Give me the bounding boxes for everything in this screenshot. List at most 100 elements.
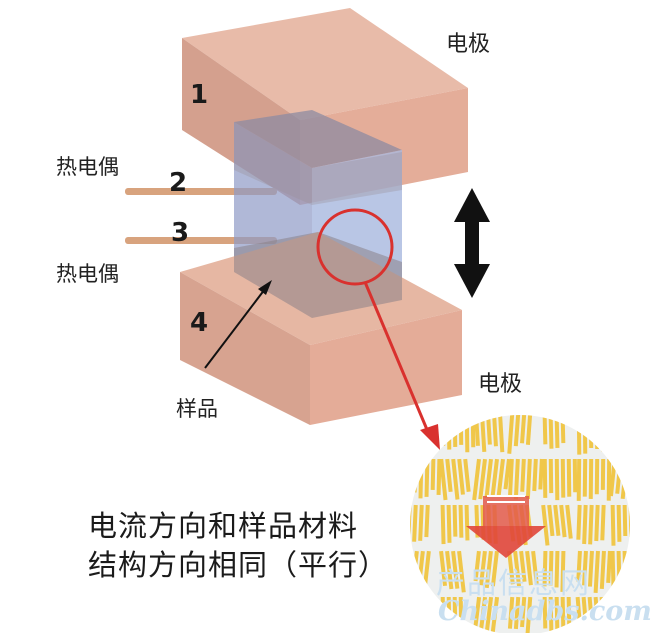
fiber-strand: [594, 458, 600, 495]
fiber-strand: [541, 504, 550, 546]
fiber-strand: [519, 550, 527, 582]
fiber-strand: [548, 596, 554, 635]
caption-line-2: 结构方向相同（平行）: [88, 548, 389, 582]
label-electrode-bottom: 电极: [478, 372, 523, 397]
fiber-strand: [576, 415, 582, 455]
fiber-strand: [628, 504, 630, 537]
fiber-strand: [588, 504, 594, 545]
fiber-strand: [496, 458, 505, 496]
fiber-strand: [554, 596, 560, 635]
fiber-strand: [560, 596, 566, 634]
fiber-strand: [439, 550, 448, 587]
caption-line-1: 电流方向和样品材料: [88, 509, 359, 543]
fiber-strand: [593, 550, 600, 593]
label-thermocouple-bottom: 热电偶: [56, 262, 119, 286]
fiber-strand: [484, 596, 494, 635]
fiber-strand: [628, 550, 630, 582]
fiber-strand: [410, 596, 412, 634]
fiber-strand: [507, 415, 515, 454]
fiber-strand: [418, 596, 424, 631]
fiber-strand: [616, 504, 622, 542]
fiber-strand: [627, 458, 630, 492]
fiber-strand: [412, 415, 418, 446]
fiber-strand: [553, 504, 561, 536]
fiber-strand: [490, 550, 499, 587]
fiber-strand: [452, 415, 458, 447]
fiber-strand: [440, 415, 446, 446]
fiber-strand: [410, 550, 413, 593]
fiber-strand: [566, 458, 572, 497]
fiber-strand: [478, 458, 487, 500]
fiber-strand: [576, 504, 582, 540]
fiber-strand: [542, 550, 548, 587]
fiber-strand: [572, 458, 578, 493]
watermark-cn: 产品信息网: [436, 566, 592, 600]
fiber-strand: [588, 415, 594, 449]
fiber-strand: [594, 415, 600, 449]
fiber-strand: [507, 550, 515, 585]
fiber-strand: [610, 550, 616, 588]
fiber-strand: [582, 550, 588, 586]
fiber-strand: [542, 596, 548, 629]
fiber-strand: [560, 458, 566, 498]
fiber-strand: [485, 415, 492, 445]
fiber-strand: [418, 504, 424, 541]
fiber-strand: [424, 596, 430, 630]
fiber-strand: [616, 550, 622, 586]
fiber-strand: [411, 550, 419, 583]
fiber-strand: [451, 458, 460, 500]
highlight-callout: [316, 208, 440, 450]
fiber-strand: [457, 550, 466, 593]
fiber-strand: [628, 415, 630, 452]
fiber-strand: [478, 596, 488, 635]
fiber-strand: [542, 415, 548, 445]
fiber-strand: [576, 458, 582, 501]
fiber-strand: [610, 504, 616, 546]
fiber-strand: [560, 550, 566, 592]
fiber-strand: [554, 415, 560, 449]
fiber-strand: [520, 458, 526, 492]
fiber-strand: [582, 415, 588, 454]
fiber-strand: [587, 550, 594, 587]
fiber-strand: [503, 458, 511, 490]
fiber-strand: [439, 458, 448, 501]
fiber-strand: [548, 458, 554, 494]
fiber-strand: [531, 550, 539, 584]
fiber-strand: [606, 550, 612, 583]
fiber-strand: [610, 415, 616, 446]
fiber-strand: [520, 415, 527, 444]
fiber-strand: [445, 458, 453, 492]
fiber-strand: [542, 458, 548, 498]
fiber-strand: [412, 458, 418, 493]
fiber-strand: [635, 505, 640, 541]
fiber-strand: [599, 550, 606, 589]
fiber-strand: [446, 415, 452, 450]
fiber-strand: [525, 550, 533, 586]
fiber-strand: [582, 504, 588, 545]
fiber-strand: [513, 415, 521, 447]
number-4: 4: [190, 308, 209, 338]
fiber-strand: [445, 550, 454, 590]
fiber-strand: [464, 415, 470, 453]
fiber-strand: [559, 504, 567, 538]
fiber-strand: [457, 458, 465, 495]
fiber-strand: [463, 458, 471, 492]
label-electrode-top: 电极: [446, 32, 491, 57]
direction-double-arrow: [454, 188, 490, 298]
fiber-strand: [620, 458, 629, 500]
fiber-strand: [600, 458, 606, 490]
fiber-strand: [479, 550, 487, 586]
fiber-strand: [513, 550, 522, 587]
fiber-strand: [424, 458, 430, 497]
fiber-strand: [507, 596, 515, 629]
fiber-strand: [424, 504, 430, 538]
fiber-strand: [600, 415, 606, 452]
bottom-electrode: [180, 232, 462, 425]
fiber-strand: [451, 550, 460, 589]
fiber-strand: [458, 415, 464, 445]
fiber-strand: [525, 596, 533, 635]
fiber-strand: [554, 550, 560, 588]
fiber-strand: [452, 504, 458, 537]
fiber-strand: [554, 458, 560, 501]
number-3: 3: [171, 218, 190, 248]
